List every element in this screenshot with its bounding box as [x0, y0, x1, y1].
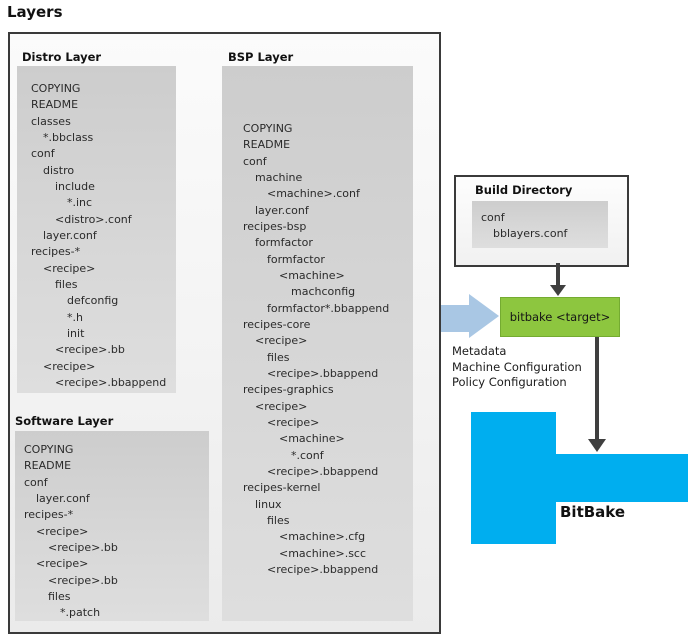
software-layer-label: Software Layer	[15, 414, 114, 428]
tree-line: <recipe>	[43, 261, 96, 275]
bitbake-shape-bar	[556, 454, 688, 502]
page-title: Layers	[7, 3, 63, 21]
arrow-target-to-bitbake-line	[595, 337, 599, 440]
tree-line: README	[31, 98, 79, 112]
tree-line: layer.conf	[43, 228, 97, 242]
tree-line: layer.conf	[36, 491, 90, 505]
tree-line: bblayers.conf	[493, 227, 568, 241]
arrow-build-dir-to-target-line	[556, 263, 560, 286]
tree-line: recipes-*	[24, 508, 74, 522]
tree-line: layer.conf	[255, 203, 309, 217]
tree-line: <recipe>.bbappend	[267, 562, 379, 576]
tree-line: COPYING	[243, 122, 293, 135]
tree-line: conf	[31, 147, 55, 161]
tree-line: files	[267, 513, 290, 527]
tree-line: <machine>	[279, 432, 345, 446]
tree-line: conf	[243, 154, 267, 168]
tree-line: README	[24, 459, 72, 473]
tree-line: <recipe>	[267, 415, 320, 429]
tree-line: <recipe>	[36, 524, 89, 538]
tree-line: recipes-kernel	[243, 481, 321, 495]
tree-line: distro	[43, 163, 75, 177]
tree-line: *.inc	[67, 196, 93, 210]
tree-line: <recipe>	[43, 359, 96, 373]
tree-line: recipes-core	[243, 317, 311, 331]
tree-line: <machine>	[279, 268, 345, 282]
build-directory-tree: conf bblayers.conf	[472, 201, 608, 248]
bsp-layer-tree: COPYING README conf machine <machine>.conf la…	[222, 66, 413, 621]
tree-line: conf	[481, 211, 505, 224]
tree-line: formfactor	[267, 252, 325, 266]
inputs-note-line: Metadata	[452, 344, 507, 358]
tree-line: init	[67, 326, 85, 340]
arrow-down-icon	[588, 439, 606, 452]
tree-line: classes	[31, 114, 71, 128]
inputs-note-line: Machine Configuration	[452, 359, 582, 374]
tree-line: conf	[24, 475, 48, 489]
bitbake-target-box: bitbake <target>	[500, 297, 620, 337]
tree-line: COPYING	[24, 443, 74, 456]
tree-line: <recipe>.bb	[48, 540, 118, 554]
distro-layer-label: Distro Layer	[22, 50, 102, 64]
tree-line: linux	[255, 497, 282, 511]
tree-line: recipes-graphics	[243, 383, 334, 397]
tree-line: <recipe>.bbappend	[267, 464, 379, 478]
tree-line: <distro>.conf	[55, 212, 132, 226]
layers-input-arrow-body	[441, 305, 469, 332]
bsp-layer-label: BSP Layer	[228, 50, 294, 64]
tree-line: *.patch	[60, 606, 101, 620]
tree-line: <recipe>	[255, 399, 308, 413]
tree-line: README	[243, 138, 291, 152]
tree-line: COPYING	[31, 82, 81, 95]
tree-line: <recipe>	[36, 557, 89, 571]
tree-line: recipes-bsp	[243, 219, 307, 233]
tree-line: <recipe>	[255, 334, 308, 348]
tree-line: <recipe>.bb	[48, 573, 118, 587]
tree-line: files	[55, 277, 78, 291]
inputs-note-line: Policy Configuration	[452, 375, 567, 389]
tree-line: <recipe>.bbappend	[267, 366, 379, 380]
tree-line: machconfig	[291, 285, 356, 299]
tree-line: include	[55, 179, 95, 193]
arrow-right-icon	[469, 294, 499, 338]
tree-line: formfactor	[255, 236, 313, 250]
distro-layer-tree: COPYING README classes *.bbclass conf distro i…	[17, 66, 176, 393]
tree-line: defconfig	[67, 294, 119, 308]
bitbake-label: BitBake	[560, 503, 626, 521]
tree-line: <machine>.scc	[279, 546, 367, 560]
tree-line: files	[48, 589, 71, 603]
tree-line: *.conf	[291, 448, 324, 462]
tree-line: *.h	[67, 310, 83, 324]
tree-line: recipes-*	[31, 245, 81, 259]
software-layer-tree: COPYING README conf layer.conf recipes-* <rec…	[15, 431, 209, 621]
tree-line: files	[267, 350, 290, 364]
arrow-down-icon	[550, 285, 566, 296]
tree-line: machine	[255, 170, 303, 184]
tree-line: formfactor*.bbappend	[267, 301, 390, 315]
tree-line: <recipe>.bb	[55, 343, 125, 357]
tree-line: *.bbclass	[43, 130, 94, 144]
bitbake-shape-vertical	[471, 412, 556, 544]
tree-line: <machine>.conf	[267, 187, 360, 201]
tree-line: <machine>.cfg	[279, 530, 366, 544]
tree-line: <recipe>.bbappend	[55, 375, 167, 389]
build-directory-label: Build Directory	[475, 183, 573, 197]
